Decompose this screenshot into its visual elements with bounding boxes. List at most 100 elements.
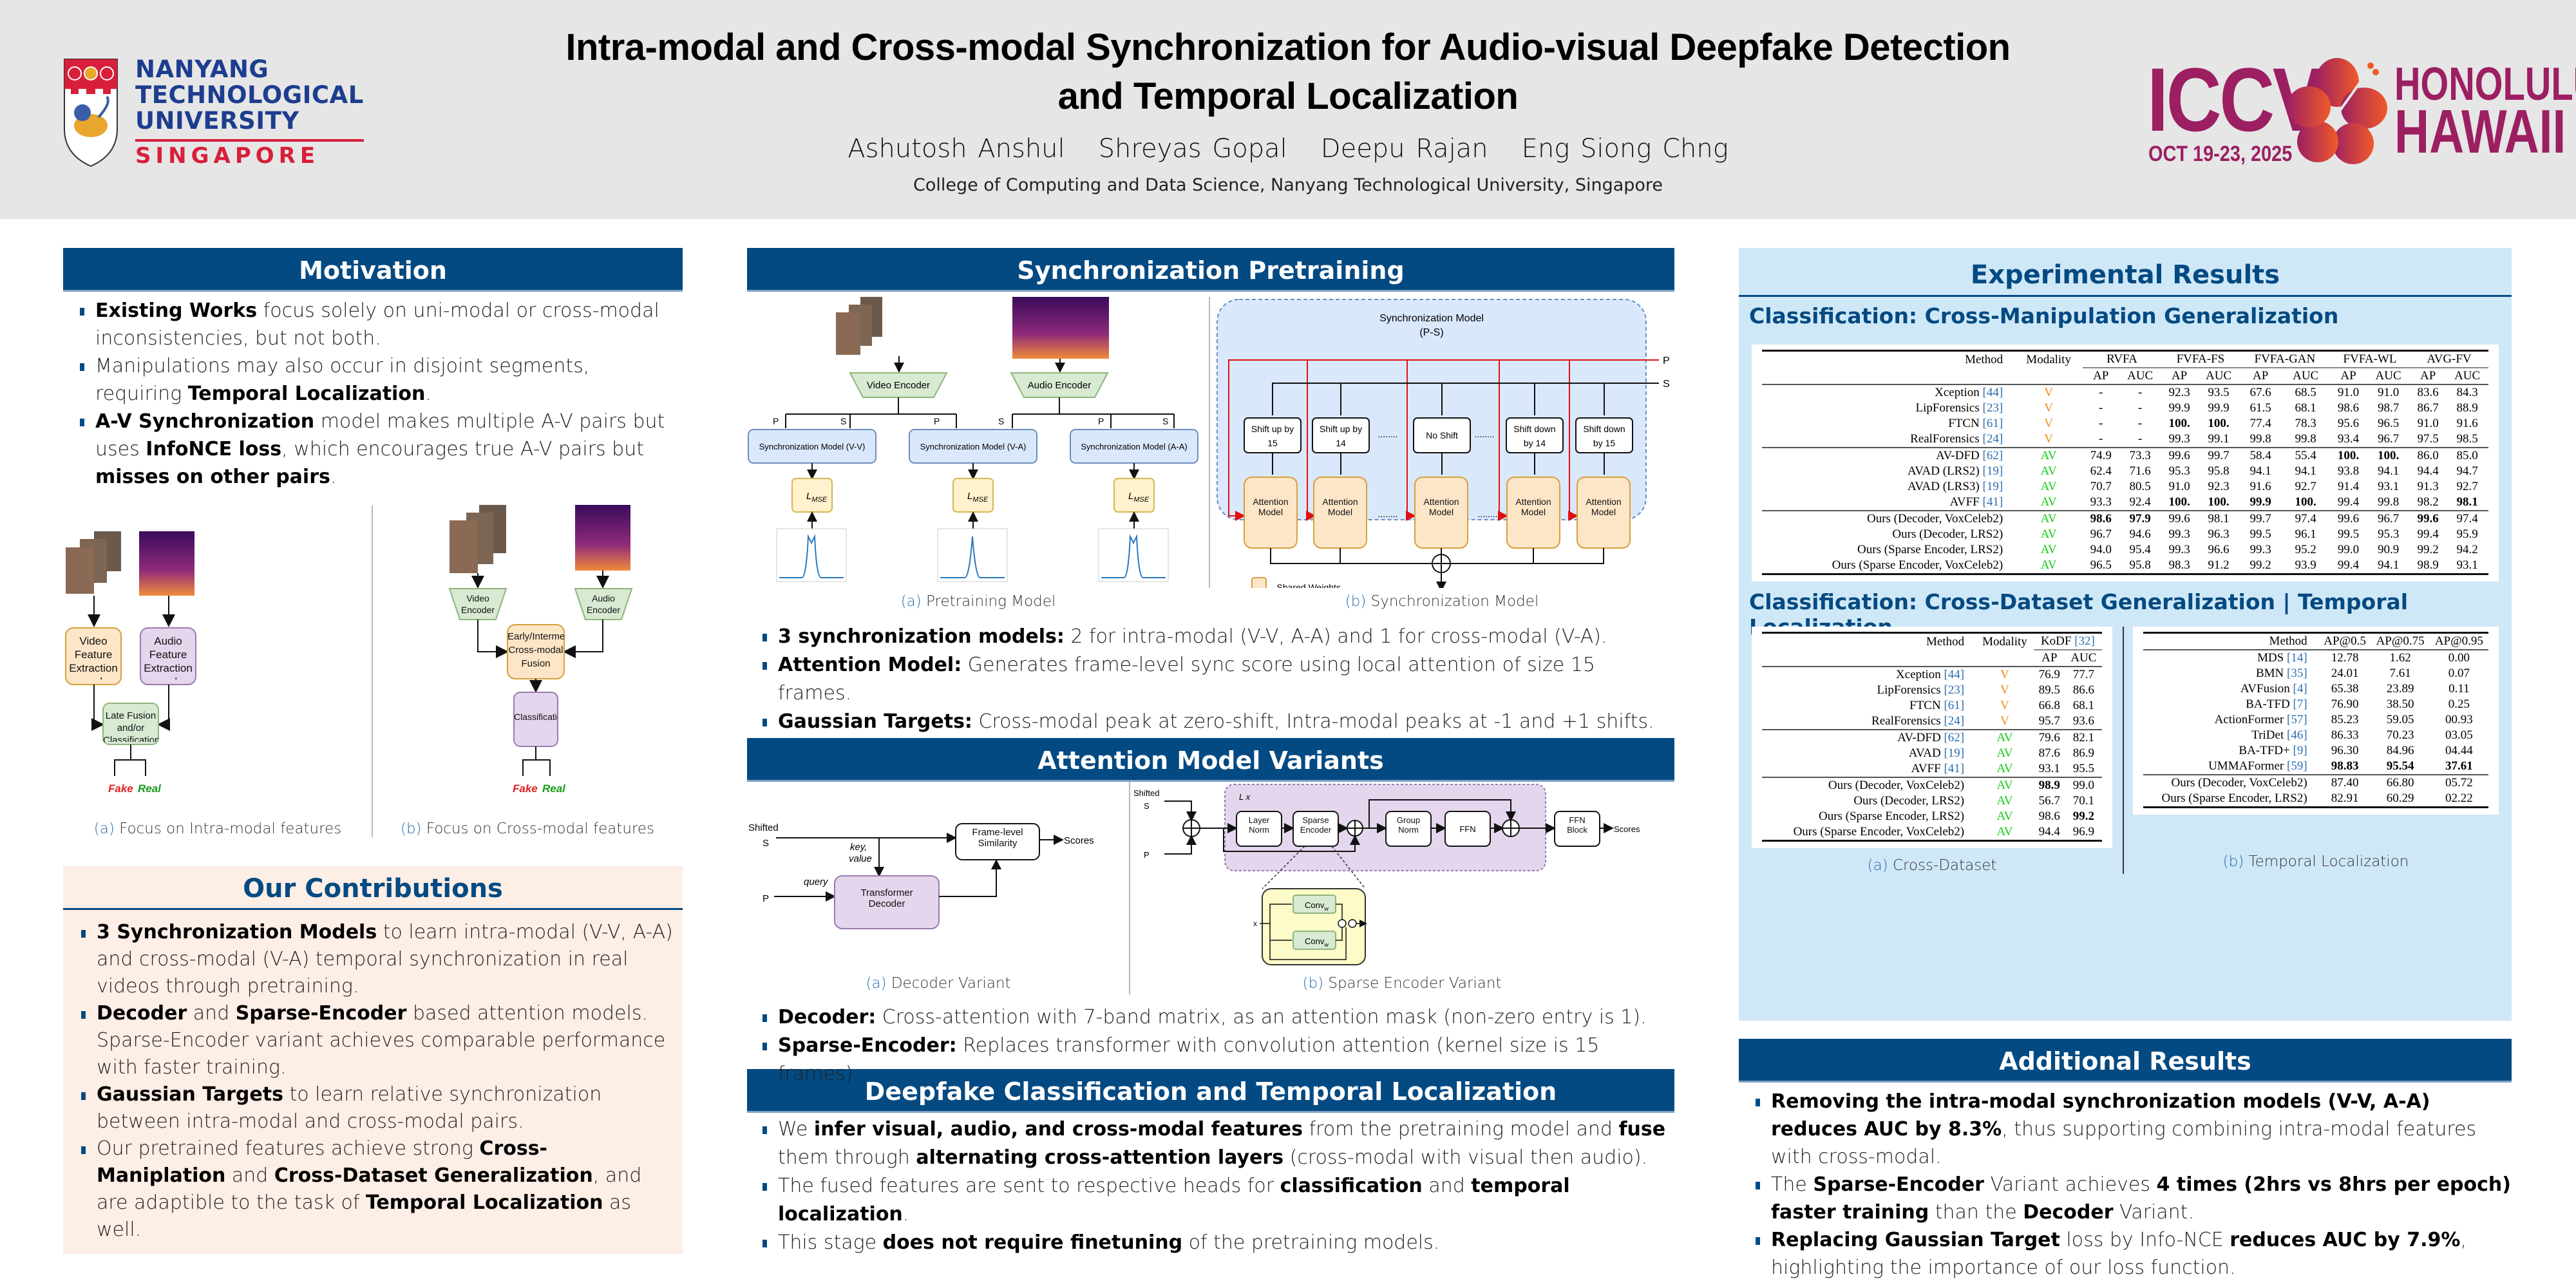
- audio-encoder-shape: [1010, 372, 1109, 398]
- citation-link[interactable]: [44]: [1944, 668, 1965, 681]
- value-cell: 98.2: [2417, 495, 2439, 509]
- sync-model-subtitle: (P-S): [1419, 327, 1443, 338]
- method-cell: Ours (Sparse Encoder, LRS2): [2143, 791, 2319, 808]
- value-cell: 23.89: [2386, 682, 2414, 696]
- method-cell: AVFusion [4]: [2143, 681, 2319, 697]
- method-name: Ours (Sparse Encoder, LRS2): [1818, 810, 1965, 823]
- value-cell: 94.2: [2456, 543, 2478, 556]
- citation-link[interactable]: [7]: [2293, 697, 2307, 711]
- modality-cell: AV: [1996, 746, 2013, 760]
- citation-link[interactable]: [62]: [1982, 449, 2003, 462]
- bullet-item: Sparse-Encoder: Replaces transformer wit…: [760, 1032, 1674, 1088]
- iccv-dates: OCT 19-23, 2025: [2148, 142, 2293, 166]
- citation-link[interactable]: [19]: [1982, 480, 2003, 493]
- value-cell: 94.1: [2249, 464, 2271, 478]
- method-cell: ActionFormer [57]: [2143, 712, 2319, 728]
- body-text: focus solely on uni-modal or cross-modal…: [95, 299, 659, 350]
- emphasis-text: Existing Works: [95, 299, 258, 322]
- citation-link[interactable]: [35]: [2287, 667, 2307, 680]
- value-cell: 100.: [2208, 417, 2230, 430]
- audio-feature-label: Audio Feature Extraction and Processing: [144, 635, 193, 679]
- citation-link[interactable]: [19]: [1944, 746, 1965, 760]
- method-name: FTCN: [1948, 417, 1983, 430]
- citation-link[interactable]: [41]: [1982, 495, 2003, 509]
- figure-caption: (b) Focus on Cross-modal features: [372, 820, 683, 837]
- citation-link[interactable]: [14]: [2287, 651, 2307, 665]
- value-cell: 95.7: [2038, 714, 2060, 728]
- citation-link[interactable]: [61]: [1944, 699, 1965, 712]
- citation-link[interactable]: [46]: [2287, 728, 2307, 742]
- middle-column: Synchronization Pretraining Video Encode…: [747, 248, 1674, 1257]
- value-cell: 92.7: [2295, 480, 2316, 493]
- ntu-logo: NANYANG TECHNOLOGICAL UNIVERSITY SINGAPO…: [63, 57, 364, 169]
- modality-cell: V: [1976, 666, 2034, 683]
- gaussian-targets: [776, 511, 1169, 582]
- citation-link[interactable]: [24]: [1944, 714, 1965, 728]
- citation-link[interactable]: [4]: [2293, 682, 2307, 696]
- method-name: LipForensics: [1877, 683, 1944, 697]
- figure-caption: (a) Cross-Dataset: [1752, 857, 2112, 874]
- shift-label: 14: [1336, 438, 1346, 448]
- value-cell: 98.5: [2456, 432, 2478, 446]
- value-cell: 94.0: [2090, 543, 2112, 556]
- body-text: Cross-attention with 7-band matrix, as a…: [876, 1006, 1647, 1028]
- caption-text: Focus on Cross-modal features: [421, 820, 655, 837]
- citation-link[interactable]: [9]: [2293, 744, 2307, 757]
- citation-link[interactable]: [23]: [1944, 683, 1965, 697]
- citation-link[interactable]: [62]: [1944, 731, 1965, 744]
- citation-link[interactable]: [57]: [2287, 713, 2307, 726]
- value-cell: 0.07: [2448, 667, 2470, 680]
- method-cell: AV-DFD [62]: [1762, 447, 2015, 464]
- citation-link[interactable]: [41]: [1944, 762, 1965, 775]
- hibiscus-flower-icon: [2287, 58, 2387, 164]
- modality-cell: V: [2000, 714, 2009, 728]
- body-text: to learn relative synchronization betwee…: [97, 1083, 602, 1133]
- value-cell: 94.6: [2129, 527, 2151, 541]
- citation-link[interactable]: [59]: [2287, 759, 2307, 773]
- column-header: AP: [2420, 369, 2436, 383]
- early-fusion-label: Early/Intermediate Cross-modal Fusion: [507, 631, 564, 669]
- emphasis-text: Temporal Localization: [187, 383, 426, 405]
- value-cell: 91.0: [2417, 417, 2439, 430]
- method-cell: Ours (Sparse Encoder, VoxCeleb2): [1762, 824, 1976, 842]
- value-cell: 97.5: [2417, 432, 2439, 446]
- value-cell: 99.0: [2065, 777, 2102, 793]
- iccv-logo: ICCV OCT 19-23, 2025 HONOLULU HAWAII: [2147, 52, 2576, 174]
- emphasis-text: reduces AUC by 7.9%: [2230, 1229, 2461, 1251]
- citation-link[interactable]: [32]: [2074, 634, 2095, 648]
- citation-link[interactable]: [23]: [1982, 401, 2003, 415]
- value-cell: 96.5: [2083, 558, 2119, 575]
- value-cell: 1.62: [2371, 649, 2430, 666]
- value-cell: 58.4: [2239, 447, 2282, 464]
- sparse-encoder-label: Sparse Encoder: [1300, 815, 1332, 835]
- citation-link[interactable]: [19]: [1982, 464, 2003, 478]
- method-name: AVAD (LRS2): [1908, 464, 1983, 478]
- contributions-section: Our Contributions 3 Synchronization Mode…: [63, 866, 683, 1254]
- emphasis-text: fuse: [1618, 1118, 1666, 1141]
- citation-link[interactable]: [44]: [1982, 386, 2003, 399]
- motivation-bullets: Existing Works focus solely on uni-modal…: [63, 292, 683, 491]
- emphasis-text: alternating cross-attention layers: [916, 1146, 1284, 1169]
- value-cell: 95.3: [2377, 527, 2400, 541]
- citation-link[interactable]: [24]: [1982, 432, 2003, 446]
- value-cell: 68.1: [2295, 401, 2316, 415]
- emphasis-text: Cross-Dataset Generalization: [274, 1164, 593, 1187]
- value-cell: -: [2137, 432, 2143, 446]
- method-cell: Ours (Decoder, VoxCeleb2): [1762, 510, 2015, 527]
- section-heading: Motivation: [63, 248, 683, 292]
- value-cell: 96.9: [2065, 824, 2102, 842]
- method-name: Xception: [1935, 386, 1983, 399]
- method-name: ActionFormer: [2214, 713, 2287, 726]
- value-cell: -: [2083, 384, 2119, 401]
- attention-model-boxes: Attention Model Attention Model Attentio…: [1244, 453, 1631, 549]
- citation-link[interactable]: [61]: [1982, 417, 2003, 430]
- value-cell: -: [2137, 401, 2143, 415]
- value-cell: 99.3: [2168, 543, 2190, 556]
- method-cell: FTCN [61]: [1762, 698, 1976, 714]
- body-text: The: [1771, 1173, 1814, 1196]
- figure-caption: (a) Decoder Variant: [747, 975, 1130, 992]
